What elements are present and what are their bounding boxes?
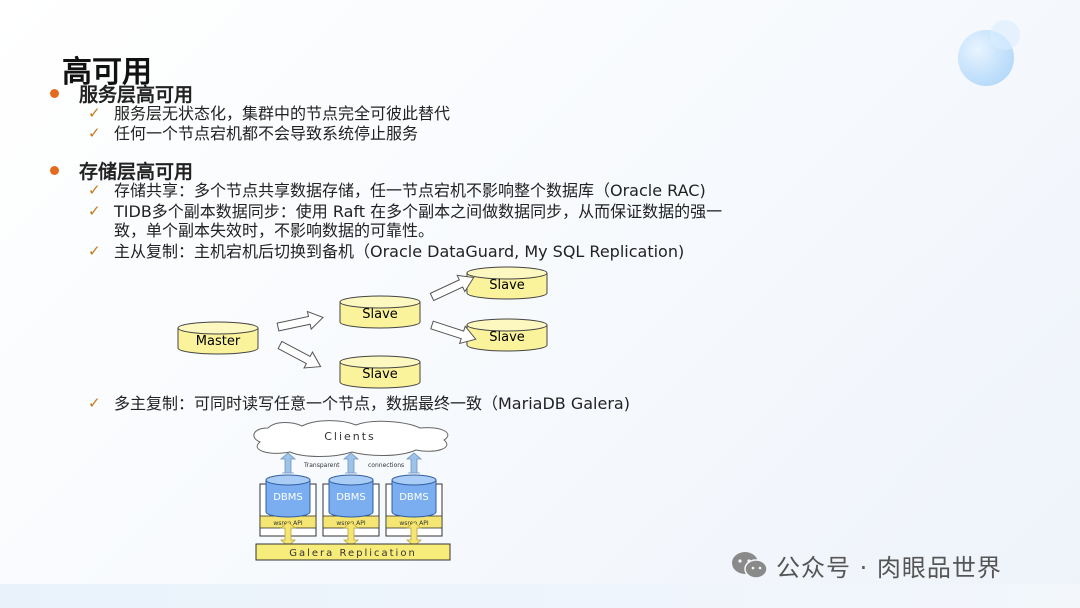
- check-item: ✓ 多主复制：可同时读写任意一个节点，数据最终一致（MariaDB Galera…: [88, 394, 630, 413]
- bullet-dot: [50, 166, 59, 175]
- slave-node: Slave: [466, 318, 548, 352]
- svg-text:Slave: Slave: [489, 330, 525, 345]
- bullet-heading: 服务层高可用: [79, 84, 194, 106]
- svg-text:DBMS: DBMS: [273, 492, 303, 503]
- clients-label: Clients: [324, 430, 376, 443]
- slave-node: Slave: [339, 295, 421, 329]
- master-slave-diagram: Master Slave Slave Slave Slave: [177, 266, 548, 389]
- galera-replication-label: Galera Replication: [289, 548, 417, 559]
- checkmark-icon: ✓: [88, 181, 101, 199]
- slave-node: Slave: [466, 266, 548, 300]
- connection-arrow-icon: [280, 452, 296, 474]
- bullet-storage-layer: 存储层高可用: [50, 157, 193, 184]
- checkmark-icon: ✓: [88, 242, 101, 260]
- svg-text:Master: Master: [196, 334, 241, 349]
- arrow-icon: [275, 336, 326, 376]
- decorative-orb-small: [990, 20, 1020, 50]
- bullet-heading: 存储层高可用: [79, 161, 194, 183]
- watermark-text: 公众号 · 肉眼品世界: [776, 554, 1002, 582]
- check-item: ✓ 任何一个节点宕机都不会导致系统停止服务: [88, 124, 419, 143]
- svg-text:DBMS: DBMS: [399, 492, 429, 503]
- slide-title: 高可用: [62, 55, 152, 90]
- galera-diagram: Clients Transparent connections DBMS wsr…: [253, 420, 451, 561]
- master-node: Master: [177, 321, 259, 355]
- check-item: ✓ TIDB多个副本数据同步：使用 Raft 在多个副本之间做数据同步，从而保证…: [88, 202, 723, 240]
- bottom-band: [0, 584, 1080, 608]
- watermark: 公众号 · 肉眼品世界: [730, 548, 1002, 583]
- galera-replication-bar: [255, 543, 451, 561]
- connections-label: connections: [368, 462, 404, 469]
- transparent-label: Transparent: [303, 462, 340, 469]
- clients-cloud: [253, 420, 449, 457]
- svg-text:Slave: Slave: [362, 307, 398, 322]
- check-item: ✓ 主从复制：主机宕机后切换到备机（Oracle DataGuard, My S…: [88, 242, 685, 261]
- slave-node: Slave: [339, 355, 421, 389]
- arrow-icon: [275, 308, 326, 337]
- svg-text:Slave: Slave: [362, 367, 398, 382]
- svg-text:Slave: Slave: [489, 278, 525, 293]
- connection-arrow-icon: [343, 452, 359, 474]
- wechat-icon: [732, 551, 768, 579]
- checkmark-icon: ✓: [88, 202, 101, 220]
- connection-arrow-icon: [406, 452, 422, 474]
- svg-text:DBMS: DBMS: [336, 492, 366, 503]
- bullet-dot: [50, 89, 59, 98]
- check-item: ✓ 服务层无状态化，集群中的节点完全可彼此替代: [88, 104, 451, 123]
- checkmark-icon: ✓: [88, 104, 101, 122]
- checkmark-icon: ✓: [88, 394, 101, 412]
- bullet-service-layer: 服务层高可用: [50, 80, 193, 107]
- check-item: ✓ 存储共享：多个节点共享数据存储，任一节点宕机不影响整个数据库（Oracle …: [88, 181, 706, 200]
- checkmark-icon: ✓: [88, 124, 101, 142]
